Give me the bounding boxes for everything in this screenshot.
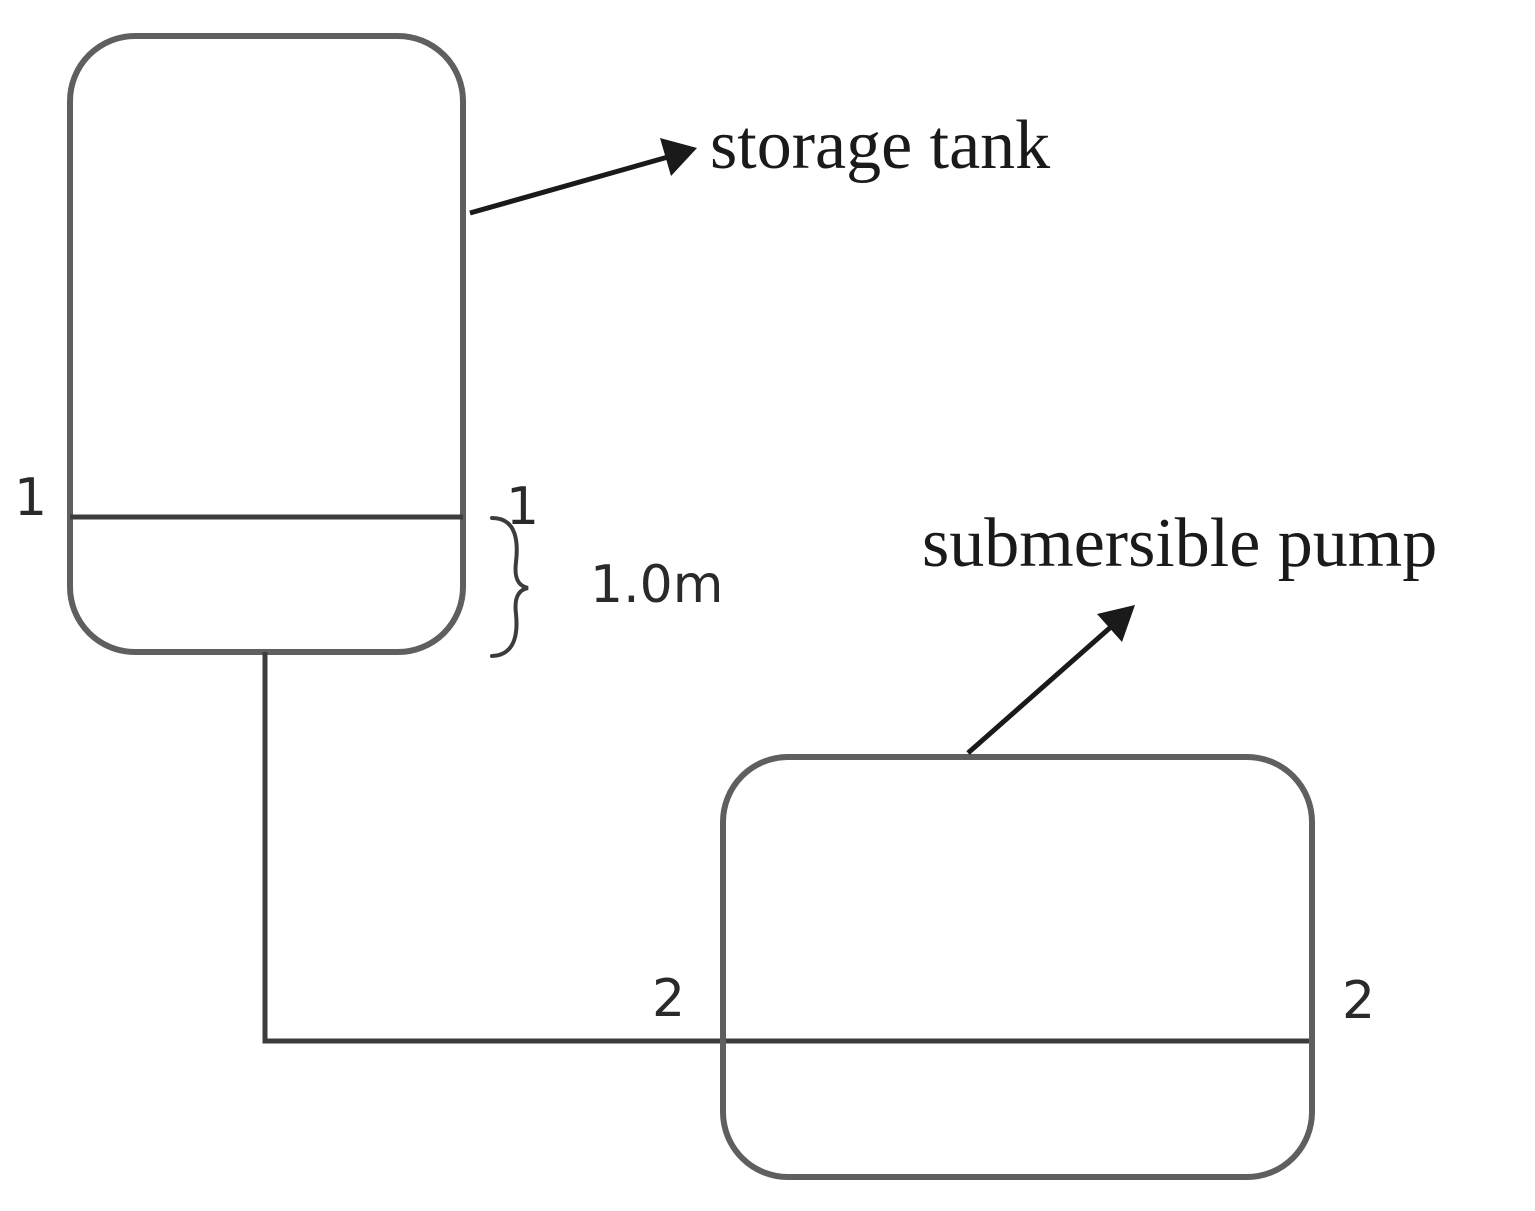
storage-tank-label: storage tank: [710, 107, 1050, 184]
section-1-right-label: 1: [506, 477, 539, 537]
connecting-pipe: [262, 652, 1312, 1044]
pump-arrow-head: [1097, 605, 1135, 642]
section-2-right-label: 2: [1342, 971, 1375, 1031]
storage-tank-arrow-head: [660, 138, 697, 176]
storage-tank-arrow-line: [469, 154, 669, 216]
storage-tank: [67, 33, 466, 655]
submersible-pump-label: submersible pump: [922, 505, 1437, 582]
submersible-pump: [720, 754, 1315, 1180]
height-brace: [490, 516, 529, 658]
pump-arrow-line: [966, 624, 1114, 755]
section-1-left-label: 1: [14, 468, 47, 528]
section-2-left-label: 2: [652, 969, 685, 1029]
height-label: 1.0m: [590, 555, 723, 615]
